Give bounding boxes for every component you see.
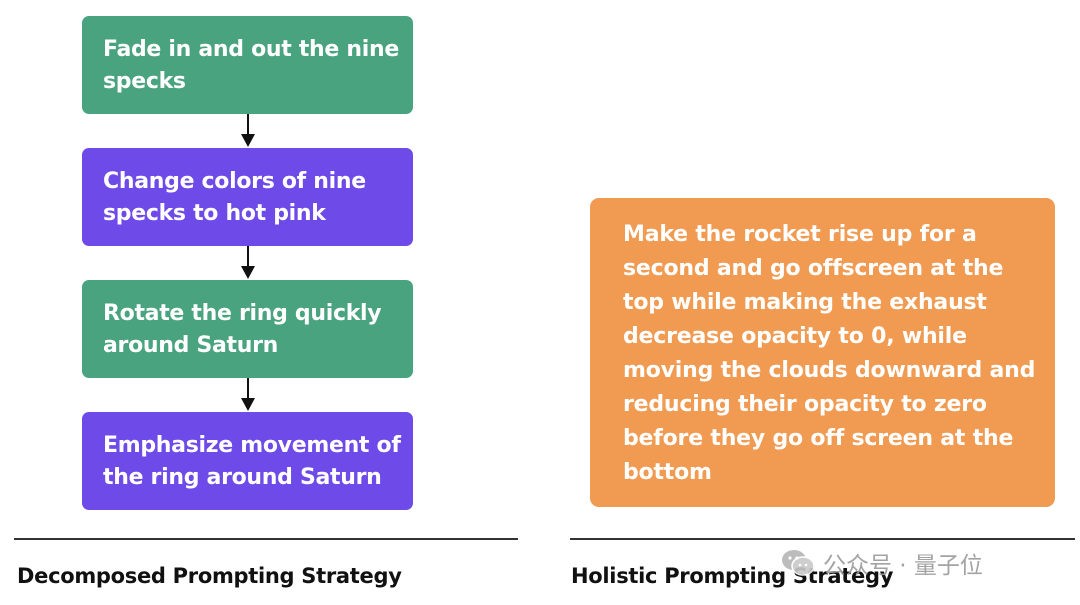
divider-right <box>570 538 1075 540</box>
holistic-prompt-box: Make the rocket rise up for a second and… <box>590 198 1055 507</box>
watermark-text: 公众号 · 量子位 <box>823 553 983 579</box>
decomposed-caption: Decomposed Prompting Strategy <box>17 564 402 588</box>
step-box-emphasize-movement: Emphasize movement of the ring around Sa… <box>82 412 413 510</box>
watermark: 公众号 · 量子位 <box>781 546 983 580</box>
holistic-prompt-text: Make the rocket rise up for a second and… <box>623 222 1036 485</box>
step-label: Emphasize movement of the ring around Sa… <box>103 433 401 490</box>
step-box-rotate-ring: Rotate the ring quickly around Saturn <box>82 280 413 378</box>
divider-left <box>14 538 518 540</box>
arrow-down-icon <box>241 246 255 279</box>
step-box-change-colors: Change colors of nine specks to hot pink <box>82 148 413 246</box>
wechat-icon <box>782 550 815 576</box>
arrow-down-icon <box>241 378 255 411</box>
step-label: Change colors of nine specks to hot pink <box>103 169 366 226</box>
arrow-down-icon <box>241 114 255 147</box>
step-box-fade-specks: Fade in and out the nine specks <box>82 16 413 114</box>
step-label: Rotate the ring quickly around Saturn <box>103 301 382 358</box>
step-label: Fade in and out the nine specks <box>103 37 399 94</box>
holistic-caption: Holistic Prompting Strategy <box>571 564 894 588</box>
